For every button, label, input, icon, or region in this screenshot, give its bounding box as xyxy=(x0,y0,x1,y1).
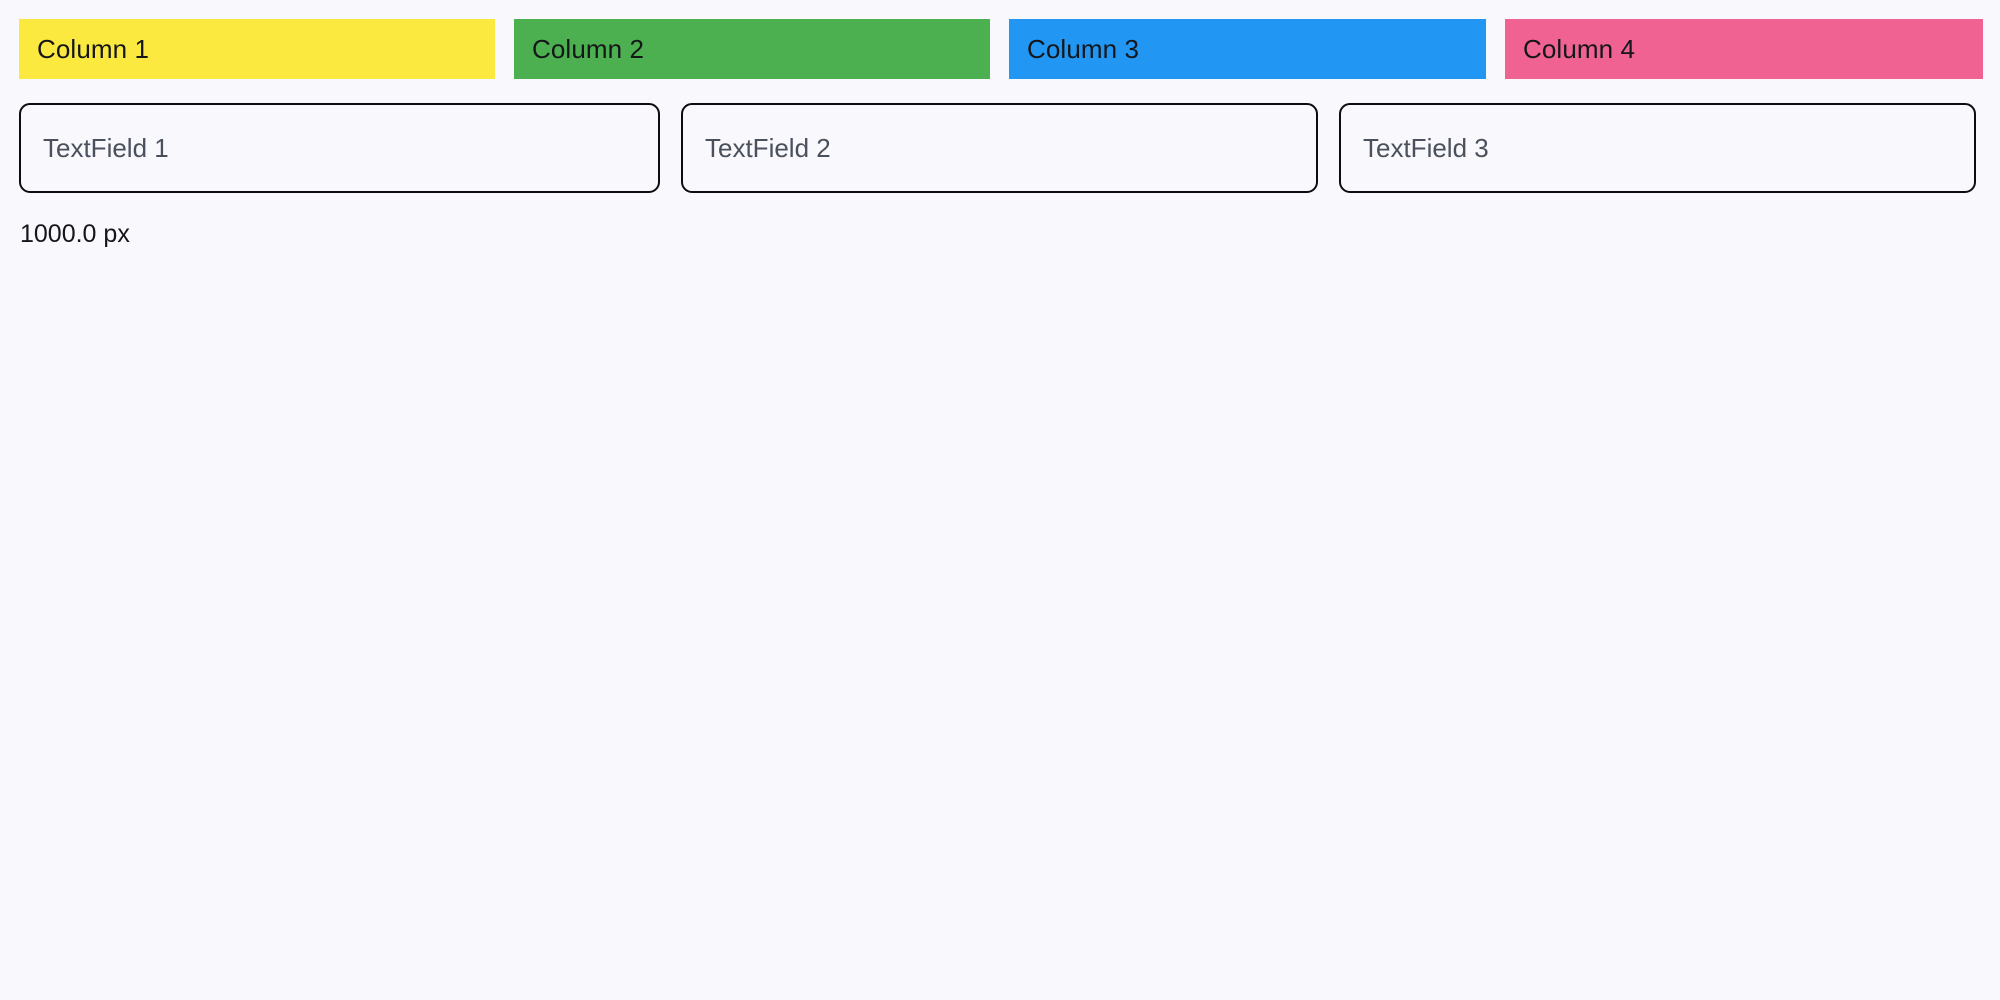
column-block-3[interactable]: Column 3 xyxy=(1009,19,1486,79)
width-status-label: 1000.0 px xyxy=(20,220,130,248)
column-label-1: Column 1 xyxy=(37,34,150,64)
column-label-4: Column 4 xyxy=(1523,34,1636,64)
column-label-3: Column 3 xyxy=(1027,34,1140,64)
textfield-3[interactable] xyxy=(1339,103,1976,193)
columns-row: Column 1 Column 2 Column 3 Column 4 xyxy=(19,19,1983,79)
empty-content-area xyxy=(0,260,2000,1000)
textfields-row xyxy=(19,103,1977,193)
column-block-2[interactable]: Column 2 xyxy=(514,19,990,79)
column-label-2: Column 2 xyxy=(532,34,645,64)
column-block-1[interactable]: Column 1 xyxy=(19,19,495,79)
textfield-1[interactable] xyxy=(19,103,660,193)
textfield-2[interactable] xyxy=(681,103,1318,193)
column-block-4[interactable]: Column 4 xyxy=(1505,19,1983,79)
